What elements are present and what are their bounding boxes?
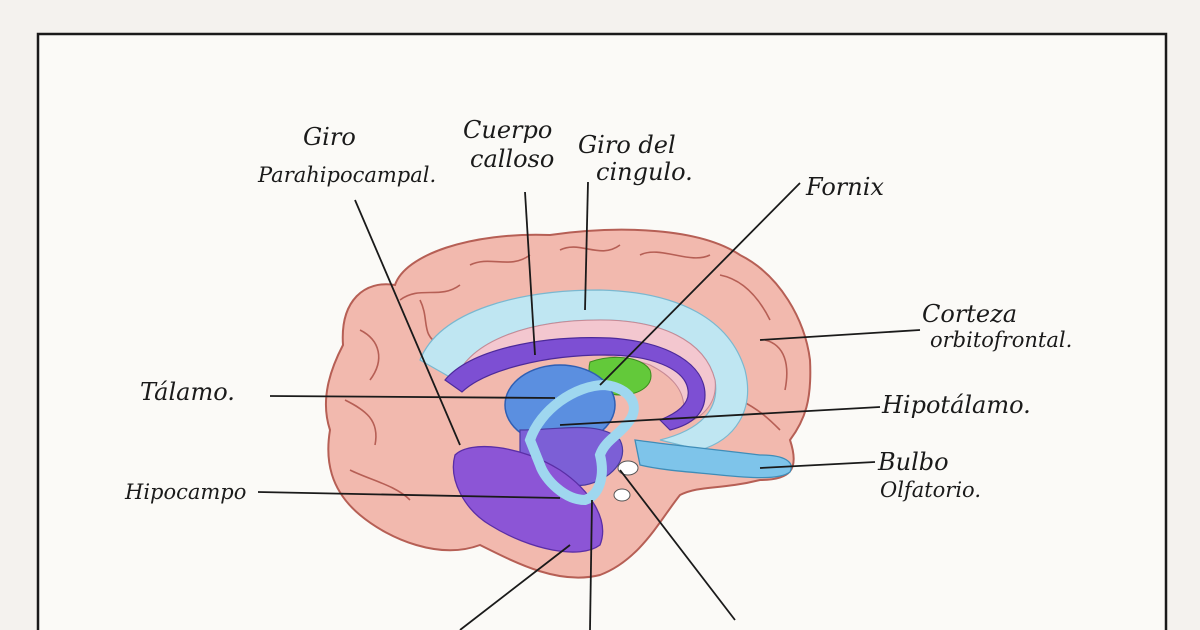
label-cuerpo-calloso-1: Cuerpo [463,116,553,144]
label-hipotalamo: Hipotálamo. [882,391,1031,419]
label-giro-cingulo-2: cingulo. [596,158,693,186]
leader-lines [257,181,921,630]
label-fornix: Fornix [806,173,884,201]
label-talamo: Tálamo. [140,378,235,406]
white-node [617,460,639,476]
olfactory-bulb-region [634,439,792,479]
label-bulbo-2: Olfatorio. [880,478,982,502]
label-giro-parahipocampal-2: Parahipocampal. [258,163,437,187]
white-node-2 [613,488,631,502]
label-bulbo-1: Bulbo [878,448,949,476]
inner-channel-region [524,379,639,506]
fornix-region [444,337,706,431]
label-corteza-2: orbitofrontal. [930,328,1073,352]
hippocampus-region [452,445,604,553]
label-giro-parahipocampal-1: Giro [303,123,356,151]
label-cuerpo-calloso-2: calloso [470,145,555,173]
label-hipocampo: Hipocampo [125,480,247,504]
label-giro-cingulo-1: Giro del [578,131,676,159]
label-corteza-1: Corteza [922,300,1018,328]
